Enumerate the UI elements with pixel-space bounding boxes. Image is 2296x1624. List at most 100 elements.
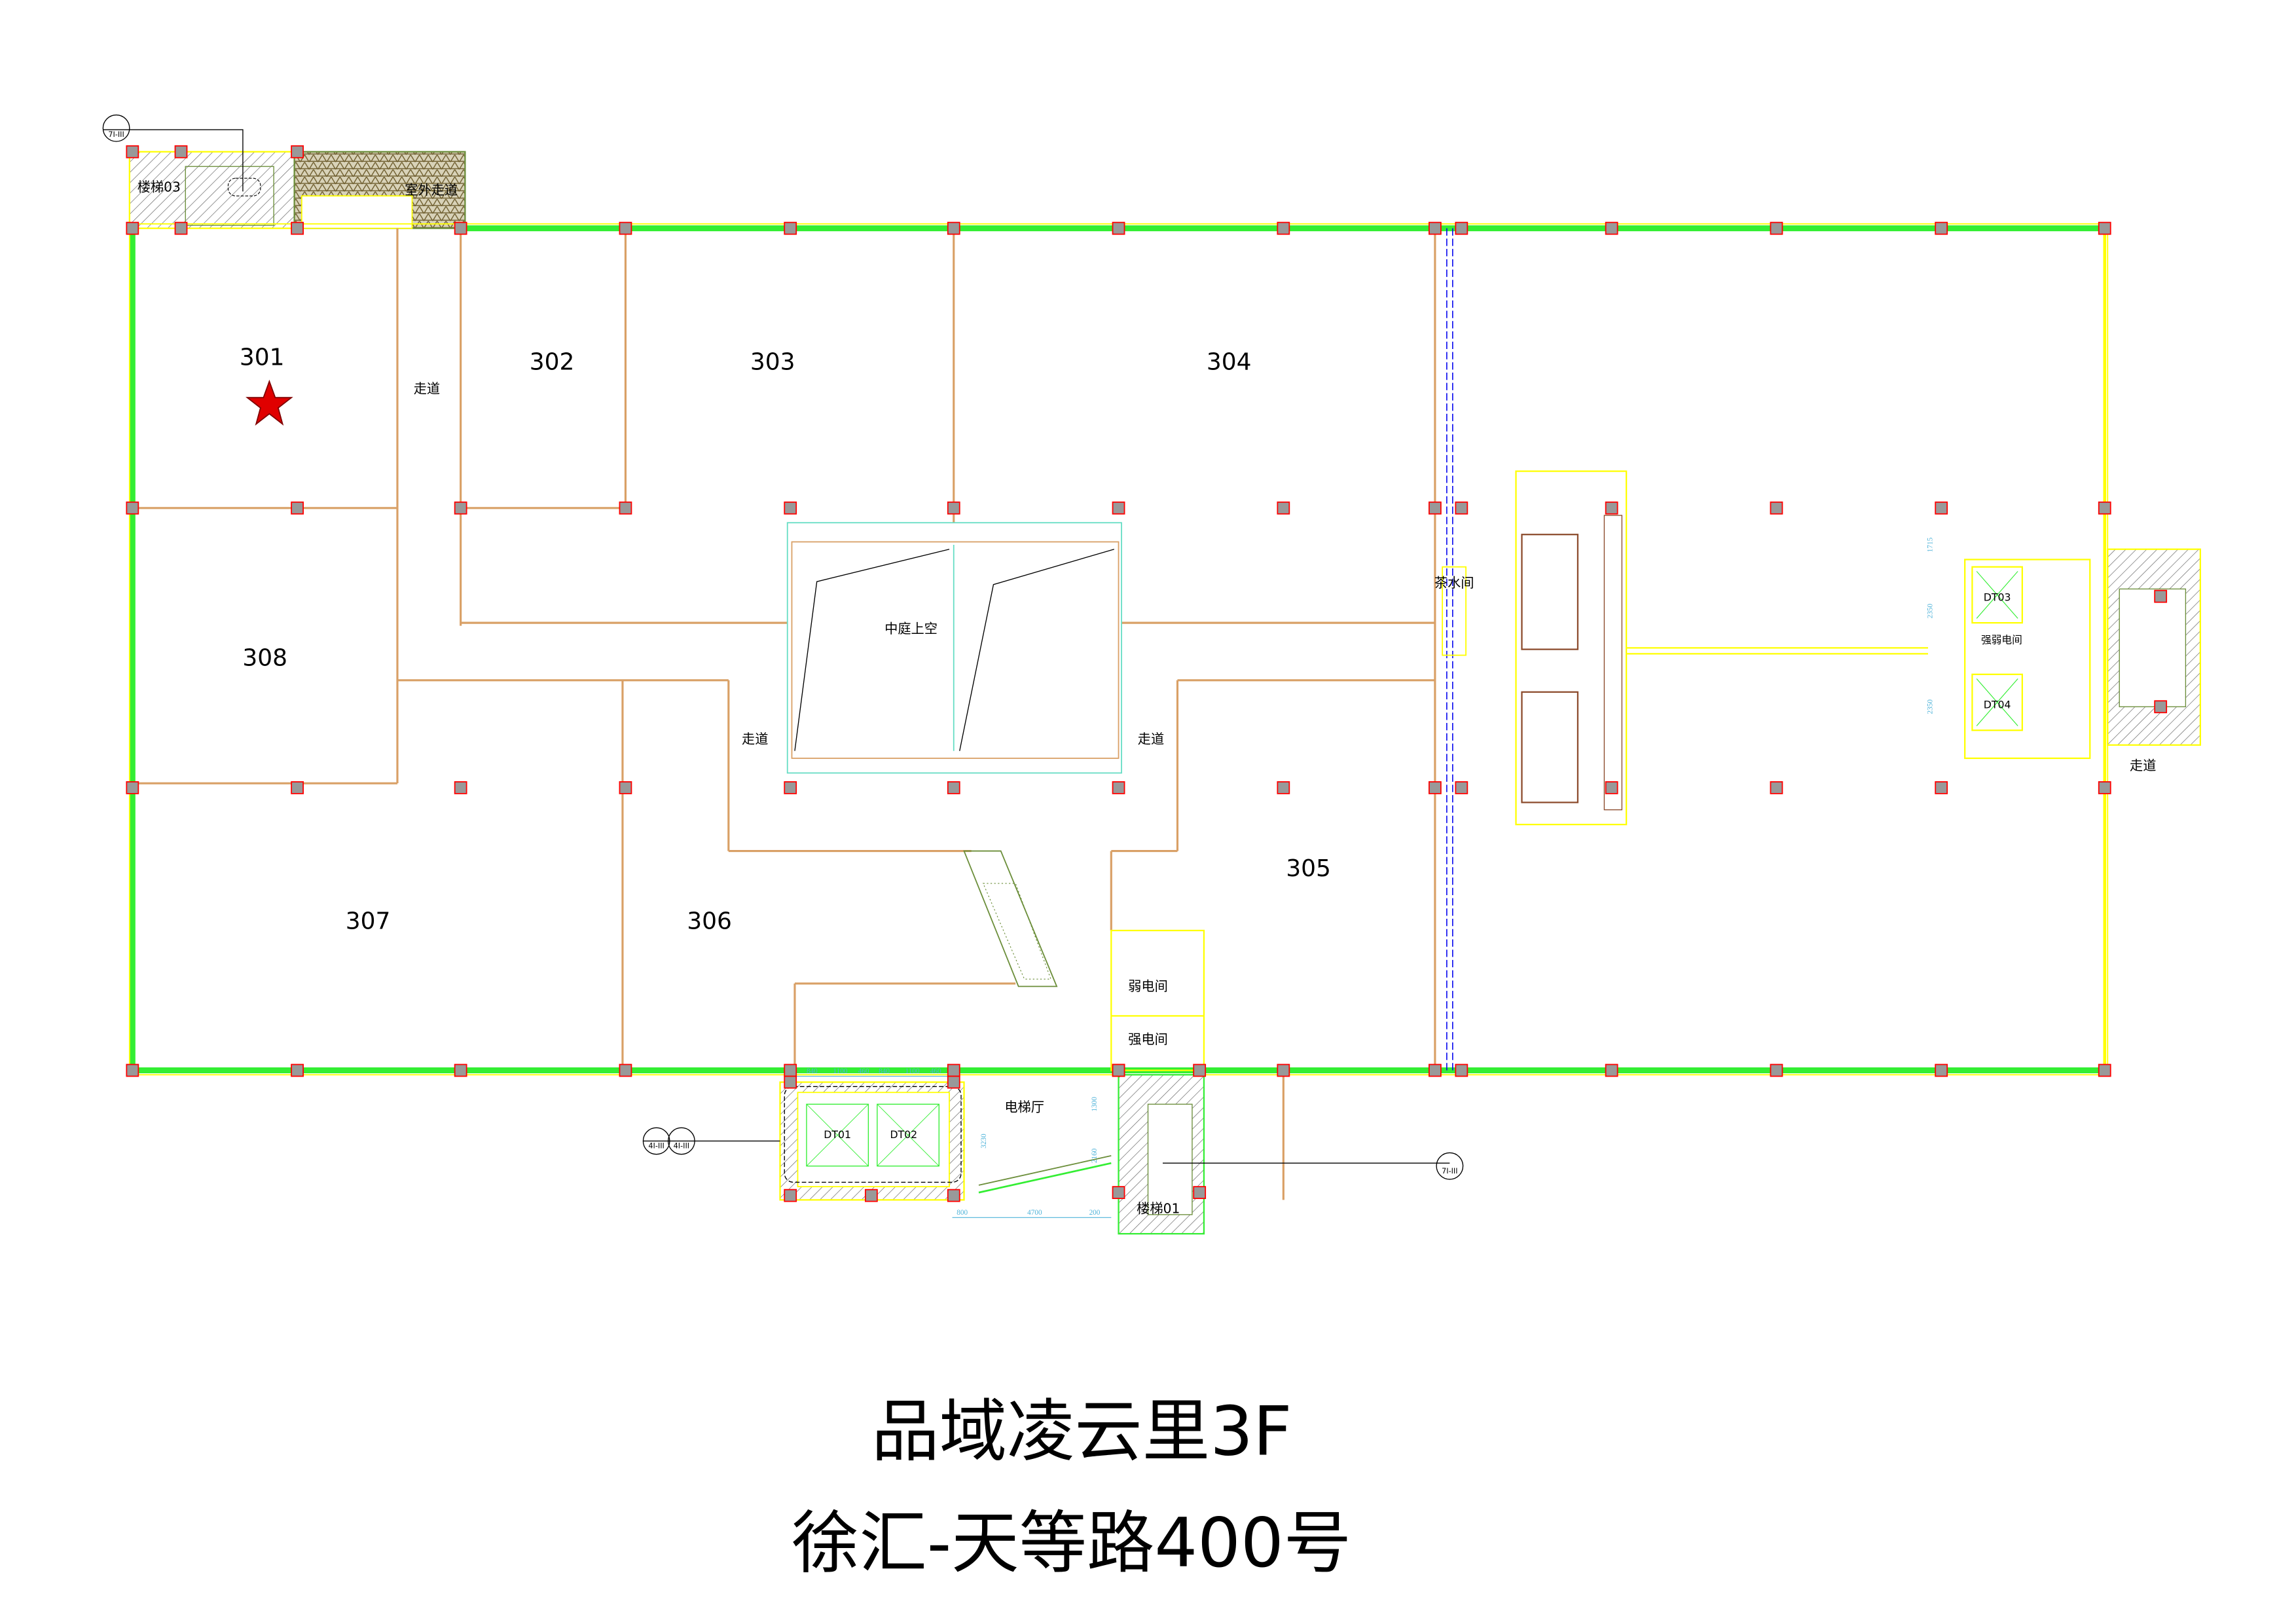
structural-column [1428, 781, 1442, 794]
structural-column [1277, 501, 1290, 515]
structural-column [2154, 589, 2168, 603]
tea-room-label: 茶水间 [1434, 575, 1474, 591]
dt03-label: DT03 [1984, 591, 2011, 603]
dt01-label: DT01 [824, 1128, 851, 1141]
axis-label: 4I-III [648, 1142, 664, 1151]
structural-column [1112, 781, 1125, 794]
room-302-label: 302 [530, 348, 575, 375]
partitions [132, 228, 1436, 1200]
structural-column [784, 781, 797, 794]
structural-column [1193, 1063, 1207, 1077]
structural-column [1935, 1063, 1948, 1077]
room-305-label: 305 [1286, 855, 1331, 882]
structural-column [947, 1189, 960, 1202]
room-303-label: 303 [750, 348, 795, 375]
structural-column [454, 1063, 467, 1077]
strong-weak-electric-label: 强弱电间 [1981, 634, 2022, 646]
structural-column [126, 1063, 139, 1077]
structural-column [947, 501, 960, 515]
structural-column [1112, 501, 1125, 515]
corridor-label: 走道 [2130, 758, 2156, 773]
structural-column [1935, 221, 1948, 235]
room-304-label: 304 [1207, 348, 1252, 375]
structural-column [619, 221, 632, 235]
structural-column [174, 221, 188, 235]
structural-column [126, 781, 139, 794]
structural-column [454, 501, 467, 515]
svg-text:1100: 1100 [905, 1067, 920, 1075]
stair-03 [128, 151, 295, 229]
structural-column [1935, 781, 1948, 794]
dimensions: 840 1100 460 840 1100 460 200 3230 4700 … [787, 537, 1935, 1218]
structural-column [864, 1189, 878, 1202]
structural-column [1605, 221, 1618, 235]
dt04-label: DT04 [1984, 699, 2011, 711]
room-307-label: 307 [346, 908, 391, 935]
diagonal-stair [963, 850, 1058, 987]
corridor-label: 走道 [742, 731, 768, 747]
svg-text:2160: 2160 [1091, 1148, 1099, 1163]
structural-column [454, 781, 467, 794]
structural-column [1277, 781, 1290, 794]
structural-column [1605, 1063, 1618, 1077]
svg-text:2350: 2350 [1927, 604, 1935, 619]
svg-text:840: 840 [807, 1067, 818, 1075]
structural-column [291, 1063, 304, 1077]
svg-text:1100: 1100 [833, 1067, 847, 1075]
structural-column [1428, 501, 1442, 515]
structural-column [126, 221, 139, 235]
title-line-1: 品域凌云里3F [871, 1392, 1292, 1471]
stair-03-label: 楼梯03 [137, 179, 181, 194]
svg-text:200: 200 [1089, 1209, 1101, 1217]
structural-column [1605, 781, 1618, 794]
structural-column [1455, 1063, 1468, 1077]
structural-column [1112, 1186, 1125, 1200]
structural-column [1935, 501, 1948, 515]
structural-column [784, 221, 797, 235]
axis-label: 7I-III [1442, 1167, 1457, 1175]
axis-mark-top-left: 7I-III [102, 114, 244, 192]
elevator-core [779, 1081, 1112, 1201]
structural-column [947, 1075, 960, 1089]
structural-column [619, 1063, 632, 1077]
structural-column [1455, 221, 1468, 235]
structural-column [1770, 781, 1783, 794]
svg-text:460: 460 [858, 1067, 869, 1075]
svg-text:2350: 2350 [1927, 699, 1935, 714]
svg-text:460: 460 [930, 1067, 941, 1075]
dt02-label: DT02 [890, 1128, 917, 1141]
structural-column [947, 781, 960, 794]
structural-column [1428, 1063, 1442, 1077]
structural-column [454, 221, 467, 235]
structural-column [1605, 501, 1618, 515]
structural-column [126, 145, 139, 158]
right-core [1964, 559, 2091, 760]
structural-column [174, 145, 188, 158]
structural-column [291, 145, 304, 158]
structural-column [1770, 221, 1783, 235]
structural-column [947, 1063, 960, 1077]
structural-column [784, 1063, 797, 1077]
structural-column [2098, 1063, 2111, 1077]
axis-label: 4I-III [674, 1142, 689, 1151]
elevator-hall-label: 电梯厅 [1004, 1099, 1044, 1115]
structural-column [1455, 501, 1468, 515]
structural-column [291, 221, 304, 235]
structural-column [2098, 781, 2111, 794]
structural-column [126, 501, 139, 515]
room-306-label: 306 [687, 908, 732, 935]
structural-column [1277, 1063, 1290, 1077]
structural-column [1277, 221, 1290, 235]
structural-column [784, 1075, 797, 1089]
structural-column [784, 1189, 797, 1202]
structural-column [2098, 501, 2111, 515]
electric-rooms [1110, 929, 1205, 1071]
stair-01: 7I-III [1118, 1074, 1464, 1235]
columns [126, 145, 2168, 1202]
structural-column [619, 501, 632, 515]
structural-column [291, 781, 304, 794]
structural-column [1770, 501, 1783, 515]
star-marker-icon [246, 379, 293, 426]
structural-column [2154, 700, 2168, 714]
